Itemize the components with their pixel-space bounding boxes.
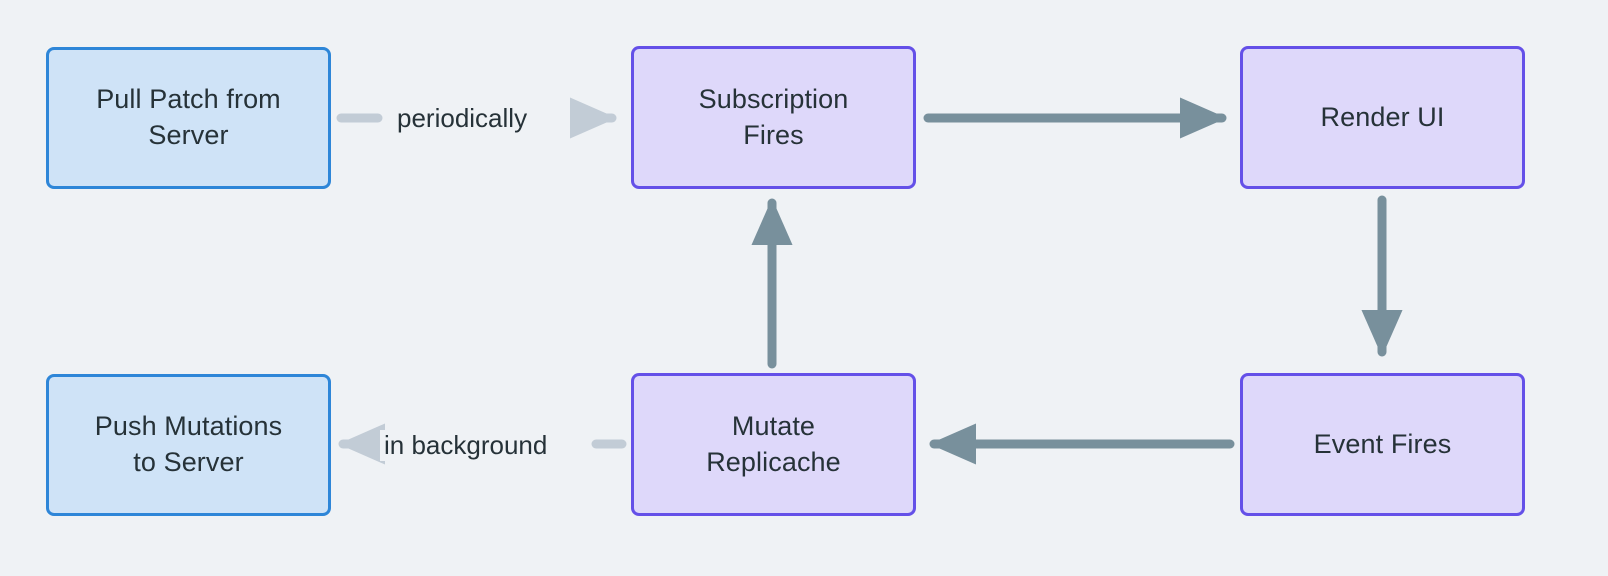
node-event-fires[interactable]: Event Fires	[1240, 373, 1525, 516]
node-pull-patch-from-server[interactable]: Pull Patch from Server	[46, 47, 331, 189]
node-render-ui[interactable]: Render UI	[1240, 46, 1525, 189]
node-label: Render UI	[1320, 101, 1445, 132]
node-label: Event Fires	[1313, 428, 1452, 459]
node-label: Subscription Fires	[698, 83, 849, 150]
edge-label-in-background: in background	[380, 430, 552, 461]
node-push-mutations-to-server[interactable]: Push Mutations to Server	[46, 374, 331, 516]
node-label: Push Mutations to Server	[94, 411, 283, 477]
node-subscription-fires[interactable]: Subscription Fires	[631, 46, 916, 189]
node-label: Pull Patch from Server	[96, 84, 281, 150]
node-mutate-replicache[interactable]: Mutate Replicache	[631, 373, 916, 516]
edge-label-periodically: periodically	[393, 103, 532, 134]
node-label: Mutate Replicache	[706, 410, 841, 477]
